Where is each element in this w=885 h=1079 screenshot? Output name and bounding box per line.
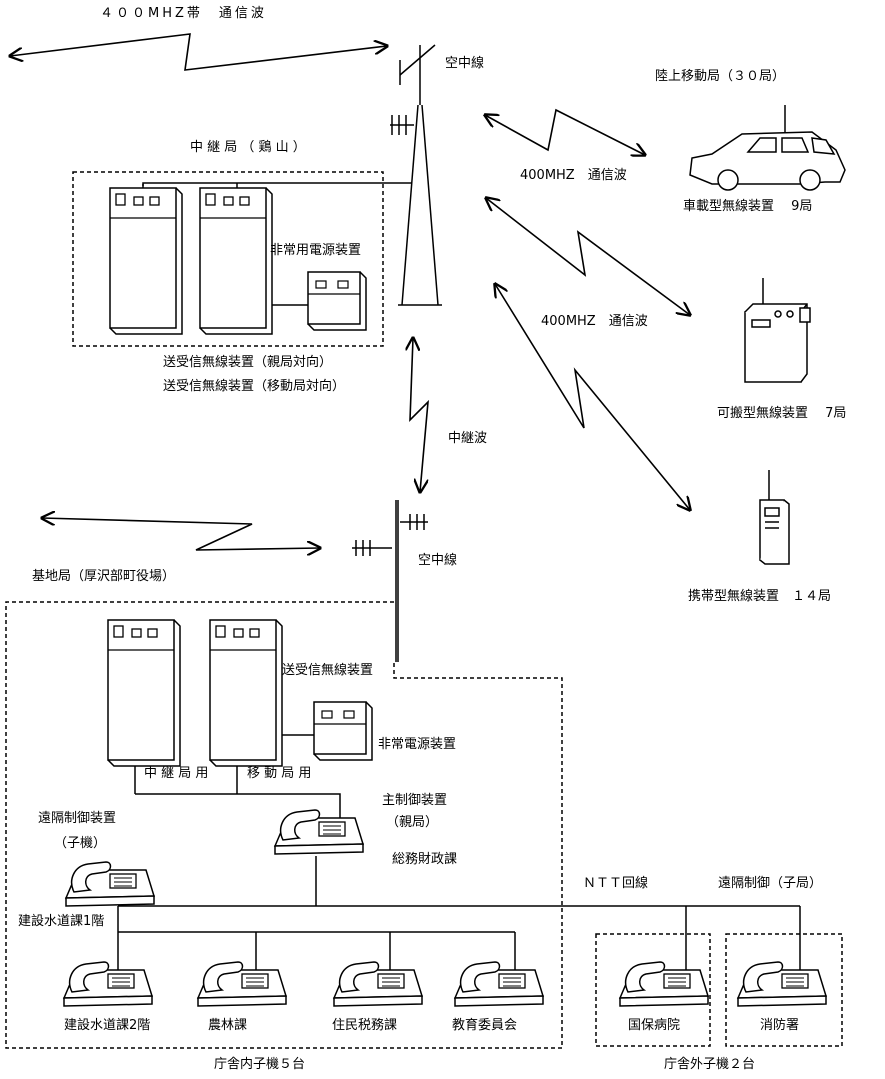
phone-fire-dept: [737, 961, 827, 1007]
label-radio-mobile: 送受信無線装置（移動局対向）: [163, 379, 346, 394]
label-fire-dept: 消防署: [760, 1018, 800, 1033]
label-agriculture: 農林課: [208, 1018, 248, 1033]
label-wave-400-2: 400MHZ 通信波: [541, 314, 648, 329]
label-relay-wave: 中継波: [448, 431, 488, 446]
phone-education: [454, 961, 544, 1007]
phone-hospital: [619, 961, 709, 1007]
hospital-box: [595, 933, 711, 1047]
base-antenna: [352, 500, 428, 662]
label-remote-control: 遠隔制御装置: [38, 811, 117, 826]
relay-emergency-power: [307, 271, 367, 331]
wave-car: [485, 108, 645, 155]
label-education: 教育委員会: [452, 1018, 518, 1033]
label-main-control: 主制御装置: [382, 793, 448, 808]
label-resident-tax: 住民税務課: [332, 1018, 398, 1033]
label-radio-base: 送受信無線装置: [282, 663, 374, 678]
label-main-control-sub: （親局）: [386, 815, 439, 830]
base-station-box: [5, 601, 563, 1049]
main-control-phone: [274, 809, 364, 855]
label-wave-400-1: 400MHZ 通信波: [520, 168, 627, 183]
wave-400-top: [10, 33, 387, 71]
car-radio-icon: [689, 105, 846, 191]
phone-construction-2f: [63, 961, 153, 1007]
phone-resident-tax: [333, 961, 423, 1007]
label-car-radio: 車載型無線装置 9局: [683, 199, 813, 214]
base-emergency-power: [313, 701, 373, 761]
relay-tower: [390, 44, 442, 306]
wave-handheld: [495, 284, 690, 510]
label-antenna-top: 空中線: [445, 56, 485, 71]
remote-control-phone: [65, 861, 155, 907]
base-radio-relay-cabinet: [107, 619, 181, 767]
label-emergency-power-base: 非常電源装置: [378, 737, 457, 752]
label-ntt-line: ＮＴＴ回線: [583, 876, 649, 891]
wave-base: [42, 518, 320, 550]
base-radio-mobile-cabinet: [209, 619, 283, 767]
relay-radio-cabinet-1: [109, 187, 183, 335]
label-handheld-radio: 携帯型無線装置 １４局: [688, 589, 832, 604]
label-emergency-power-top: 非常用電源装置: [270, 243, 362, 258]
label-construction-2f: 建設水道課2階: [64, 1018, 151, 1033]
label-hospital: 国保病院: [628, 1018, 681, 1033]
label-wave-400-top: ４００MHZ帯 通信波: [100, 6, 267, 21]
relay-radio-cabinet-2: [199, 187, 273, 335]
label-outside-units: 庁舎外子機２台: [664, 1057, 756, 1072]
portable-radio-icon: [744, 278, 811, 383]
handheld-radio-icon: [759, 470, 790, 565]
label-construction-1f: 建設水道課1階: [18, 914, 105, 929]
label-relay-station: 中 継 局 （ 鶏 山 ）: [190, 140, 306, 155]
label-relay-use: 中 継 局 用: [144, 766, 209, 781]
label-portable-radio: 可搬型無線装置 7局: [717, 406, 847, 421]
label-radio-parent: 送受信無線装置（親局対向）: [163, 355, 333, 370]
label-base-station: 基地局（厚沢部町役場）: [32, 569, 176, 584]
relay-station-box: [72, 171, 384, 347]
label-land-mobile: 陸上移動局（３０局）: [655, 69, 786, 84]
label-inside-units: 庁舎内子機５台: [214, 1057, 306, 1072]
label-remote-child: 遠隔制御（子局）: [718, 876, 823, 891]
label-antenna-base: 空中線: [418, 553, 458, 568]
label-mobile-use: 移 動 局 用: [247, 766, 312, 781]
phone-agriculture: [197, 961, 287, 1007]
label-general-affairs: 総務財政課: [392, 852, 458, 867]
wave-relay: [410, 338, 429, 492]
label-remote-control-sub: （子機）: [54, 836, 107, 851]
fire-dept-box: [725, 933, 843, 1047]
wave-portable: [486, 198, 690, 315]
